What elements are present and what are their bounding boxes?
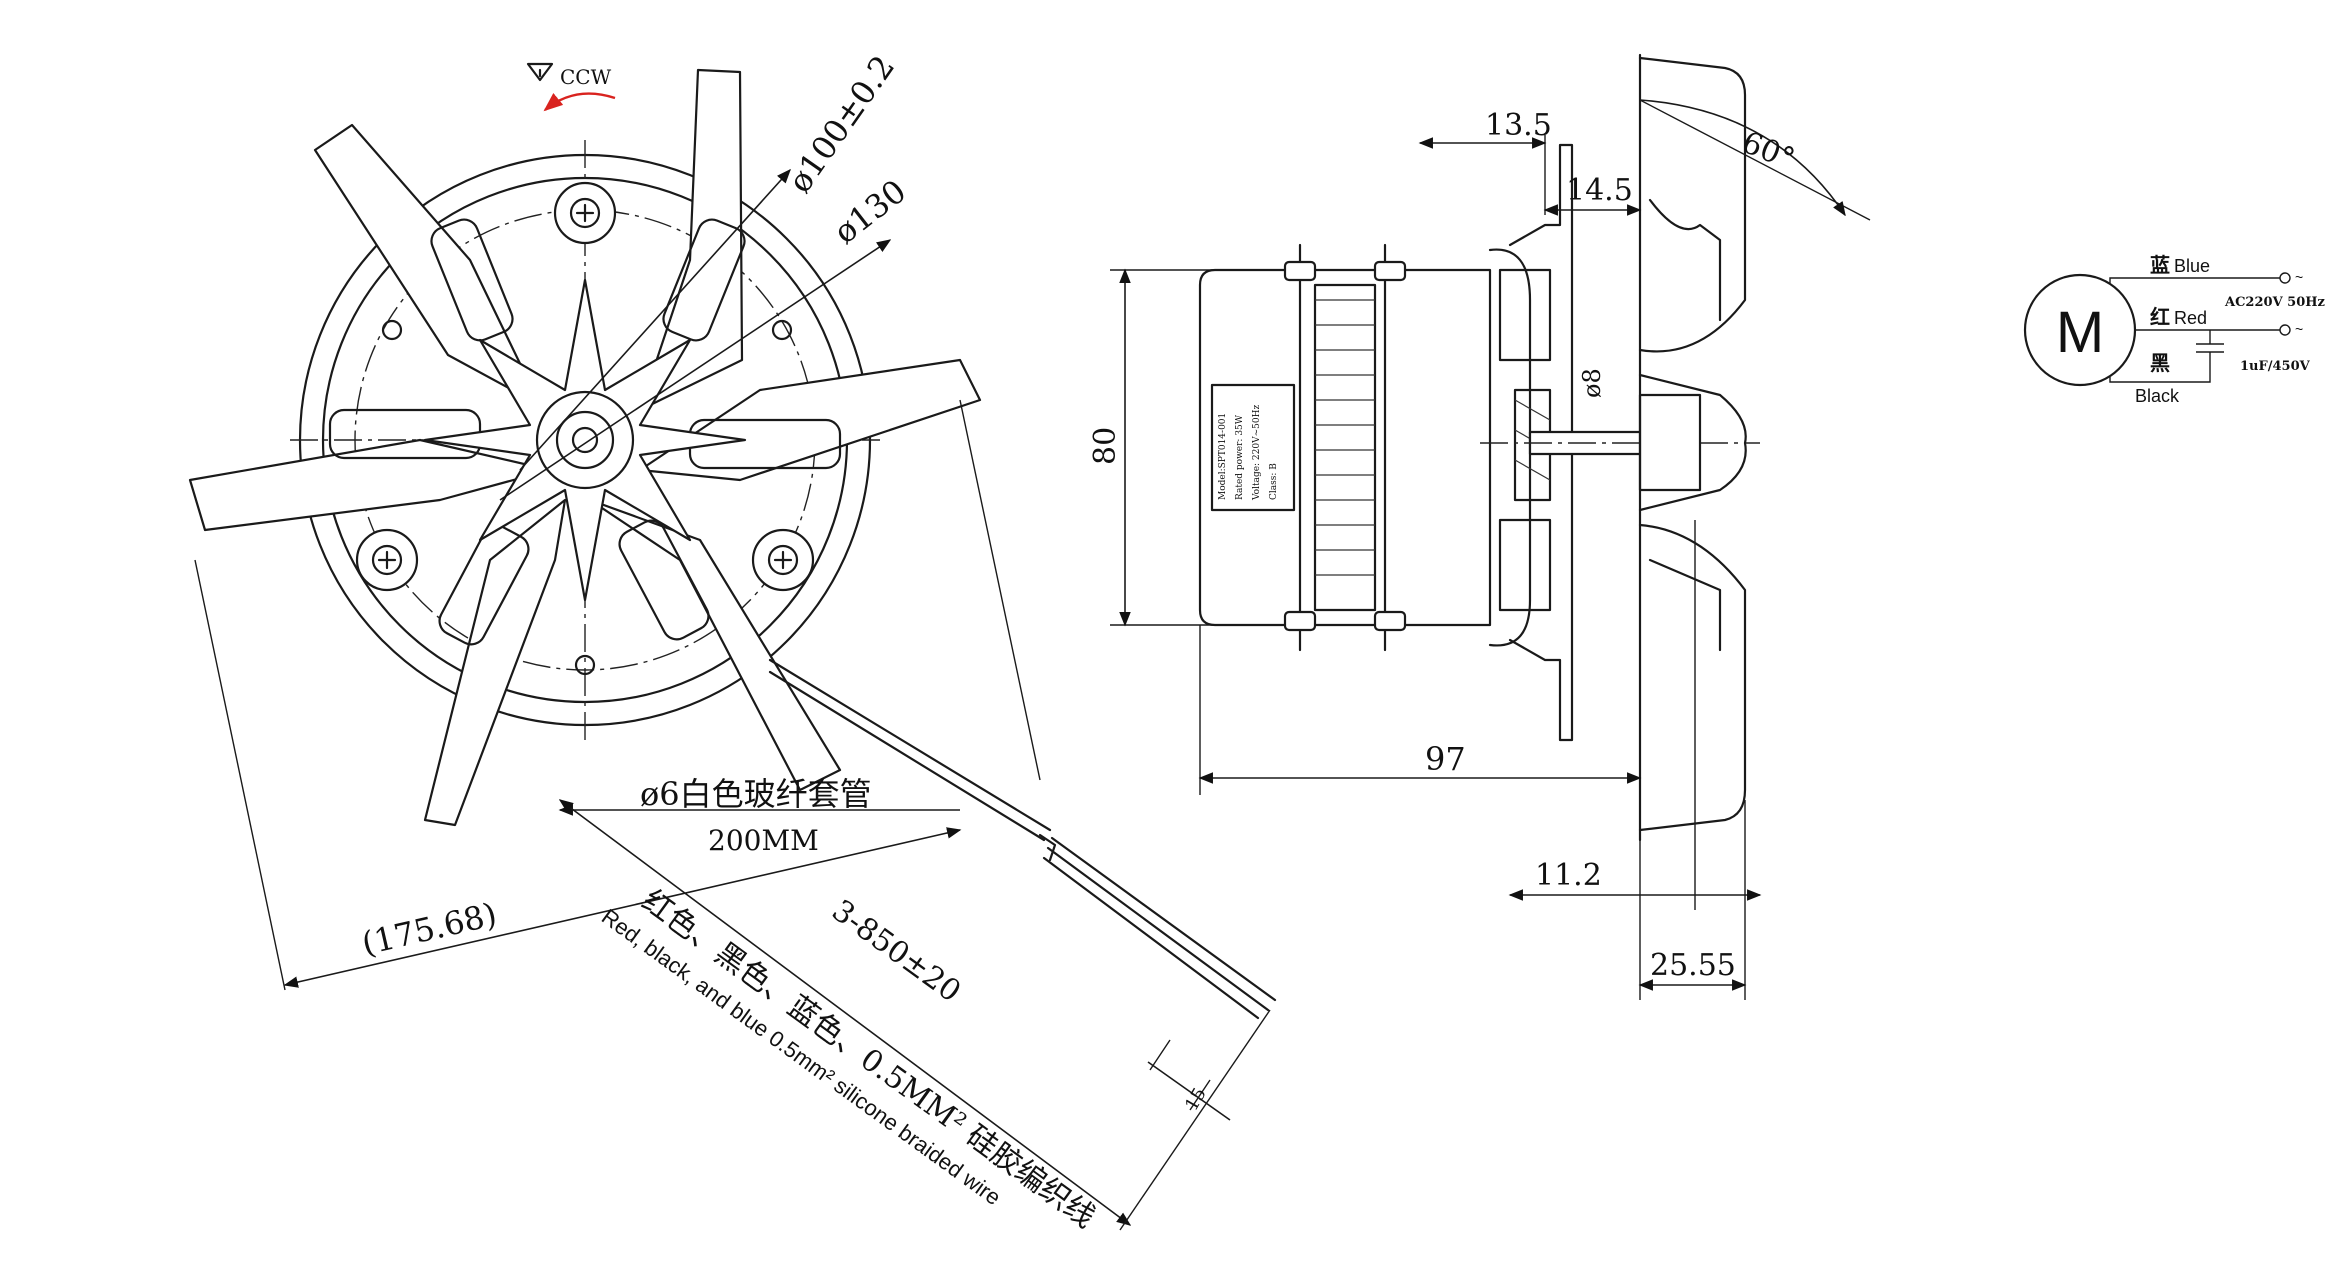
sleeve-length-label: 200MM [708, 824, 819, 857]
blue-en-label: Blue [2174, 256, 2210, 276]
side-view: Model:SPT014-001 Rated power: 35W Voltag… [1088, 53, 1871, 1000]
fan-blade-upper-inner [1648, 198, 1722, 322]
black-wire [2109, 352, 2211, 383]
label-line-2: Rated power: 35W [1235, 414, 1245, 500]
wiring-diagram: M ~ 蓝 Blue ~ 红 Red AC220V 50Hz 黑 Black 1… [2023, 254, 2325, 406]
black-cn-label: 黑 [2150, 352, 2170, 375]
mounting-screws [355, 181, 815, 676]
window-2 [662, 218, 746, 342]
hole-left [381, 319, 403, 341]
label-line-4: Class: B [1269, 463, 1279, 500]
overall-extension-right [959, 399, 1041, 781]
hub-ring-inner [571, 426, 599, 454]
ground-symbol-icon [526, 62, 554, 82]
dim-13-5-label: 13.5 [1485, 108, 1552, 143]
rotation-indicator: CCW [526, 62, 616, 112]
fan-blade-mid-side [1638, 373, 1747, 512]
shaft-dia-label: ø8 [1578, 368, 1606, 398]
supply-label: AC220V 50Hz [2224, 295, 2325, 310]
dim-97-label: 97 [1425, 740, 1466, 778]
fan-blade-top-left [313, 123, 542, 407]
overall-extension-left [194, 559, 286, 991]
wire-spec-en-label: Red, black, and blue 0.5mm² silicone bra… [597, 904, 1005, 1210]
wire-end-extension [1119, 1009, 1271, 1231]
wire-length-label: 3-850±20 [825, 893, 967, 1009]
terminal-2 [2279, 324, 2291, 336]
dim-25-55-label: 25.55 [1650, 948, 1736, 983]
terminal-1 [2279, 272, 2291, 284]
capacitor-label: 1uF/450V [2240, 359, 2311, 374]
dia100-leader [519, 168, 791, 471]
label-line-3: Voltage: 220V~50Hz [1252, 405, 1262, 501]
dim-80-label: 80 [1088, 427, 1123, 465]
blade-windows [328, 218, 842, 646]
hub-ring-mid [555, 410, 615, 470]
dim-11-2-label: 11.2 [1535, 858, 1602, 893]
rotation-label: CCW [560, 65, 612, 89]
angle-label: 60° [1737, 125, 1799, 177]
screw-bottom-left [355, 528, 419, 592]
hub-ring-outer [535, 390, 635, 490]
blue-wire [2109, 277, 2280, 283]
fan-blade-upper-side [1638, 56, 1747, 353]
cable-bundle [768, 658, 1277, 1020]
window-4 [618, 519, 710, 641]
fan-blade-top [638, 68, 744, 412]
fan-blade-lower-inner [1648, 558, 1722, 652]
window-5 [438, 524, 530, 646]
dia130-label: ø130 [827, 172, 914, 251]
bearing-shield [1488, 248, 1532, 647]
wire-length-dim-line [558, 799, 1132, 1226]
rotation-arrow [543, 92, 616, 112]
fan-blade-bottom-right [588, 498, 842, 792]
terminal-2-label: ~ [2295, 321, 2303, 337]
red-cn-label: 红 [2150, 305, 2170, 329]
screw-bottom-right [751, 528, 815, 592]
hole-bottom [574, 654, 596, 676]
motor-symbol-label: M [2056, 300, 2104, 365]
label-plate [1210, 383, 1296, 512]
strip-dim-line [1147, 1061, 1231, 1121]
screw-top [553, 181, 617, 245]
label-plate-text: Model:SPT014-001 Rated power: 35W Voltag… [1218, 405, 1279, 501]
window-1 [430, 218, 514, 342]
hole-right [771, 319, 793, 341]
front-view: CCW ø100±0.2 ø130 ø6白色玻纤套管 200MM (175.68… [188, 48, 1277, 1235]
terminal-1-label: ~ [2295, 269, 2303, 285]
fan-blade-bottom [423, 498, 567, 827]
fan-blade-left [188, 438, 552, 532]
label-line-1: Model:SPT014-001 [1218, 413, 1228, 500]
black-en-label: Black [2135, 386, 2180, 406]
dim-14-5-label: 14.5 [1566, 173, 1633, 208]
fan-blade-lower-side [1638, 523, 1747, 832]
angle-arc [1639, 99, 1846, 217]
sleeve-spec-label: ø6白色玻纤套管 [640, 775, 872, 813]
blue-cn-label: 蓝 [2150, 254, 2170, 277]
dia130-leader [499, 239, 892, 501]
stator-stack [1313, 283, 1377, 612]
red-en-label: Red [2174, 308, 2207, 328]
fan-hub-side [1638, 393, 1702, 492]
through-bolts [1283, 243, 1407, 652]
